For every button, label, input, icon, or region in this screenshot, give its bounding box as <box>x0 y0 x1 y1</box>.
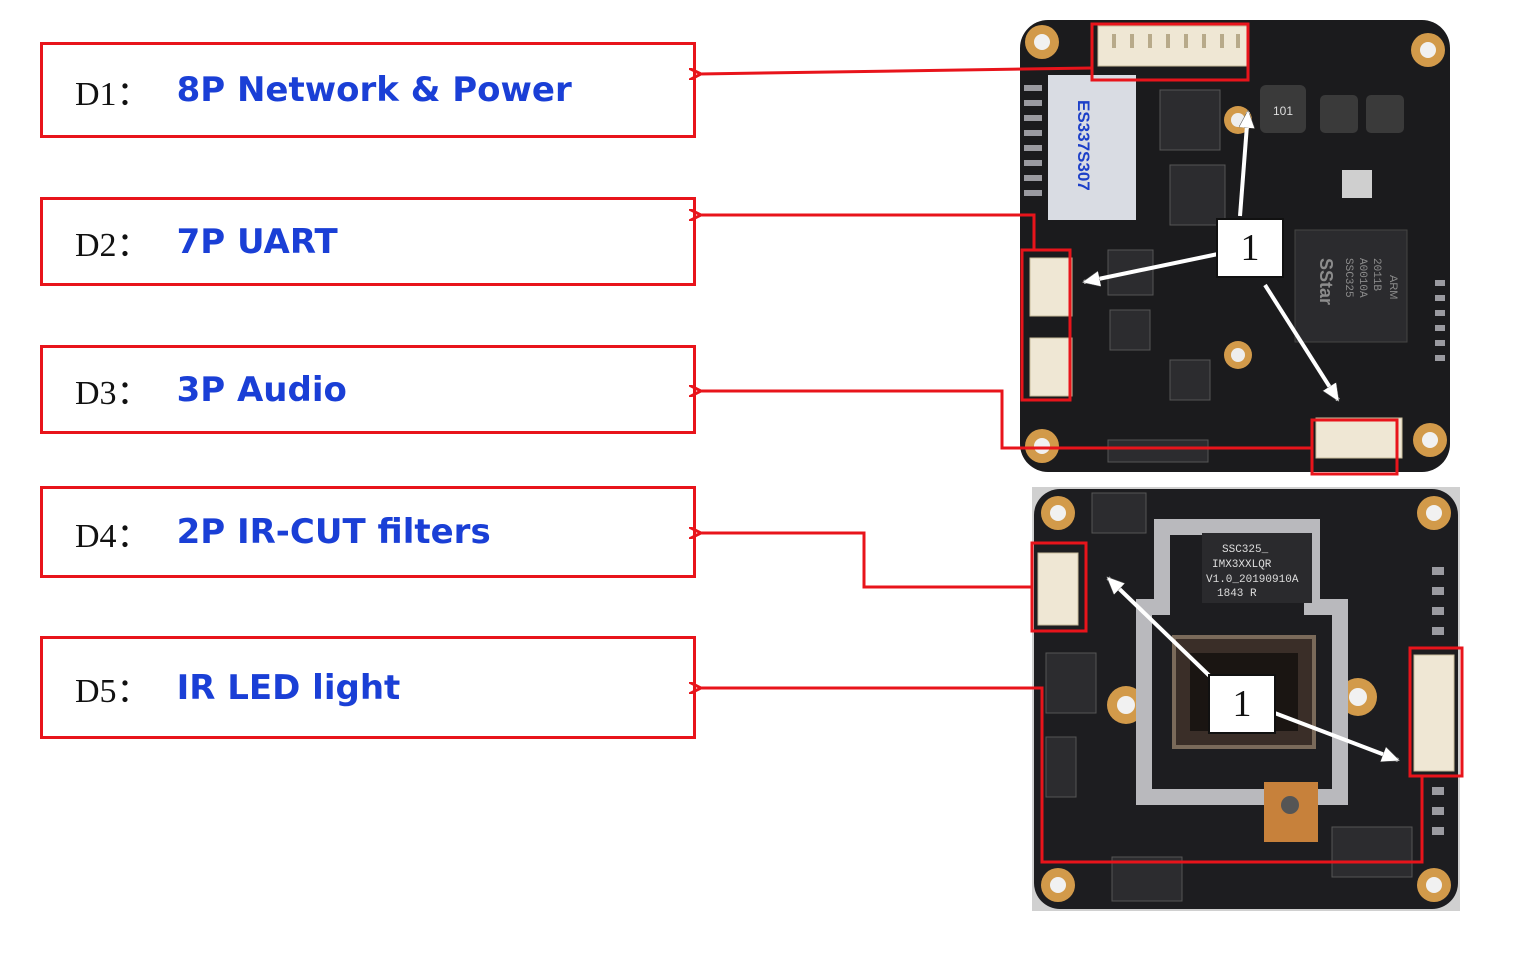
connector-ircut <box>1037 552 1079 626</box>
label-d1-text: 8P Network & Power <box>176 70 572 110</box>
svg-text:SStar: SStar <box>1316 258 1336 305</box>
label-d3-id: D3： <box>75 375 151 412</box>
label-d1: D1： 8P Network & Power <box>40 42 696 138</box>
label-d4-text: 2P IR-CUT filters <box>176 512 491 552</box>
connector-7p-b <box>1029 337 1073 397</box>
sticker-label: ES337S307 <box>1074 100 1093 191</box>
label-d5-text: IR LED light <box>176 667 401 708</box>
svg-text:SSC325_: SSC325_ <box>1222 544 1269 556</box>
label-d2-text: 7P UART <box>176 221 338 262</box>
svg-text:ARM: ARM <box>1387 275 1399 299</box>
label-d2: D2： 7P UART <box>40 197 696 286</box>
leader-d4 <box>699 533 1032 589</box>
svg-text:A0010A: A0010A <box>1356 258 1368 298</box>
label-d3-text: 3P Audio <box>176 369 347 410</box>
label-d5-id: D5： <box>75 673 151 710</box>
callout-number-top: 1 <box>1216 218 1284 278</box>
connector-8p <box>1097 25 1249 67</box>
label-d5: D5： IR LED light <box>40 636 696 739</box>
callout-number-bottom: 1 <box>1208 674 1276 734</box>
svg-text:SSC325: SSC325 <box>1342 258 1354 298</box>
label-d1-id: D1： <box>75 75 151 113</box>
label-d2-id: D2： <box>75 227 151 264</box>
svg-text:101: 101 <box>1273 104 1293 118</box>
svg-text:1843 R: 1843 R <box>1217 588 1257 600</box>
board-sticker <box>1048 75 1136 220</box>
svg-text:2011B: 2011B <box>1370 258 1382 291</box>
svg-text:IMX3XXLQR: IMX3XXLQR <box>1212 559 1272 571</box>
label-d4: D4： 2P IR-CUT filters <box>40 486 696 578</box>
leader-d2 <box>699 215 1036 250</box>
svg-text:V1.0_20190910A: V1.0_20190910A <box>1206 574 1299 586</box>
label-d3: D3： 3P Audio <box>40 345 696 434</box>
connector-irled <box>1413 654 1455 772</box>
connector-7p-a <box>1029 257 1073 317</box>
label-d4-id: D4： <box>75 517 151 555</box>
connector-3p <box>1315 417 1403 459</box>
